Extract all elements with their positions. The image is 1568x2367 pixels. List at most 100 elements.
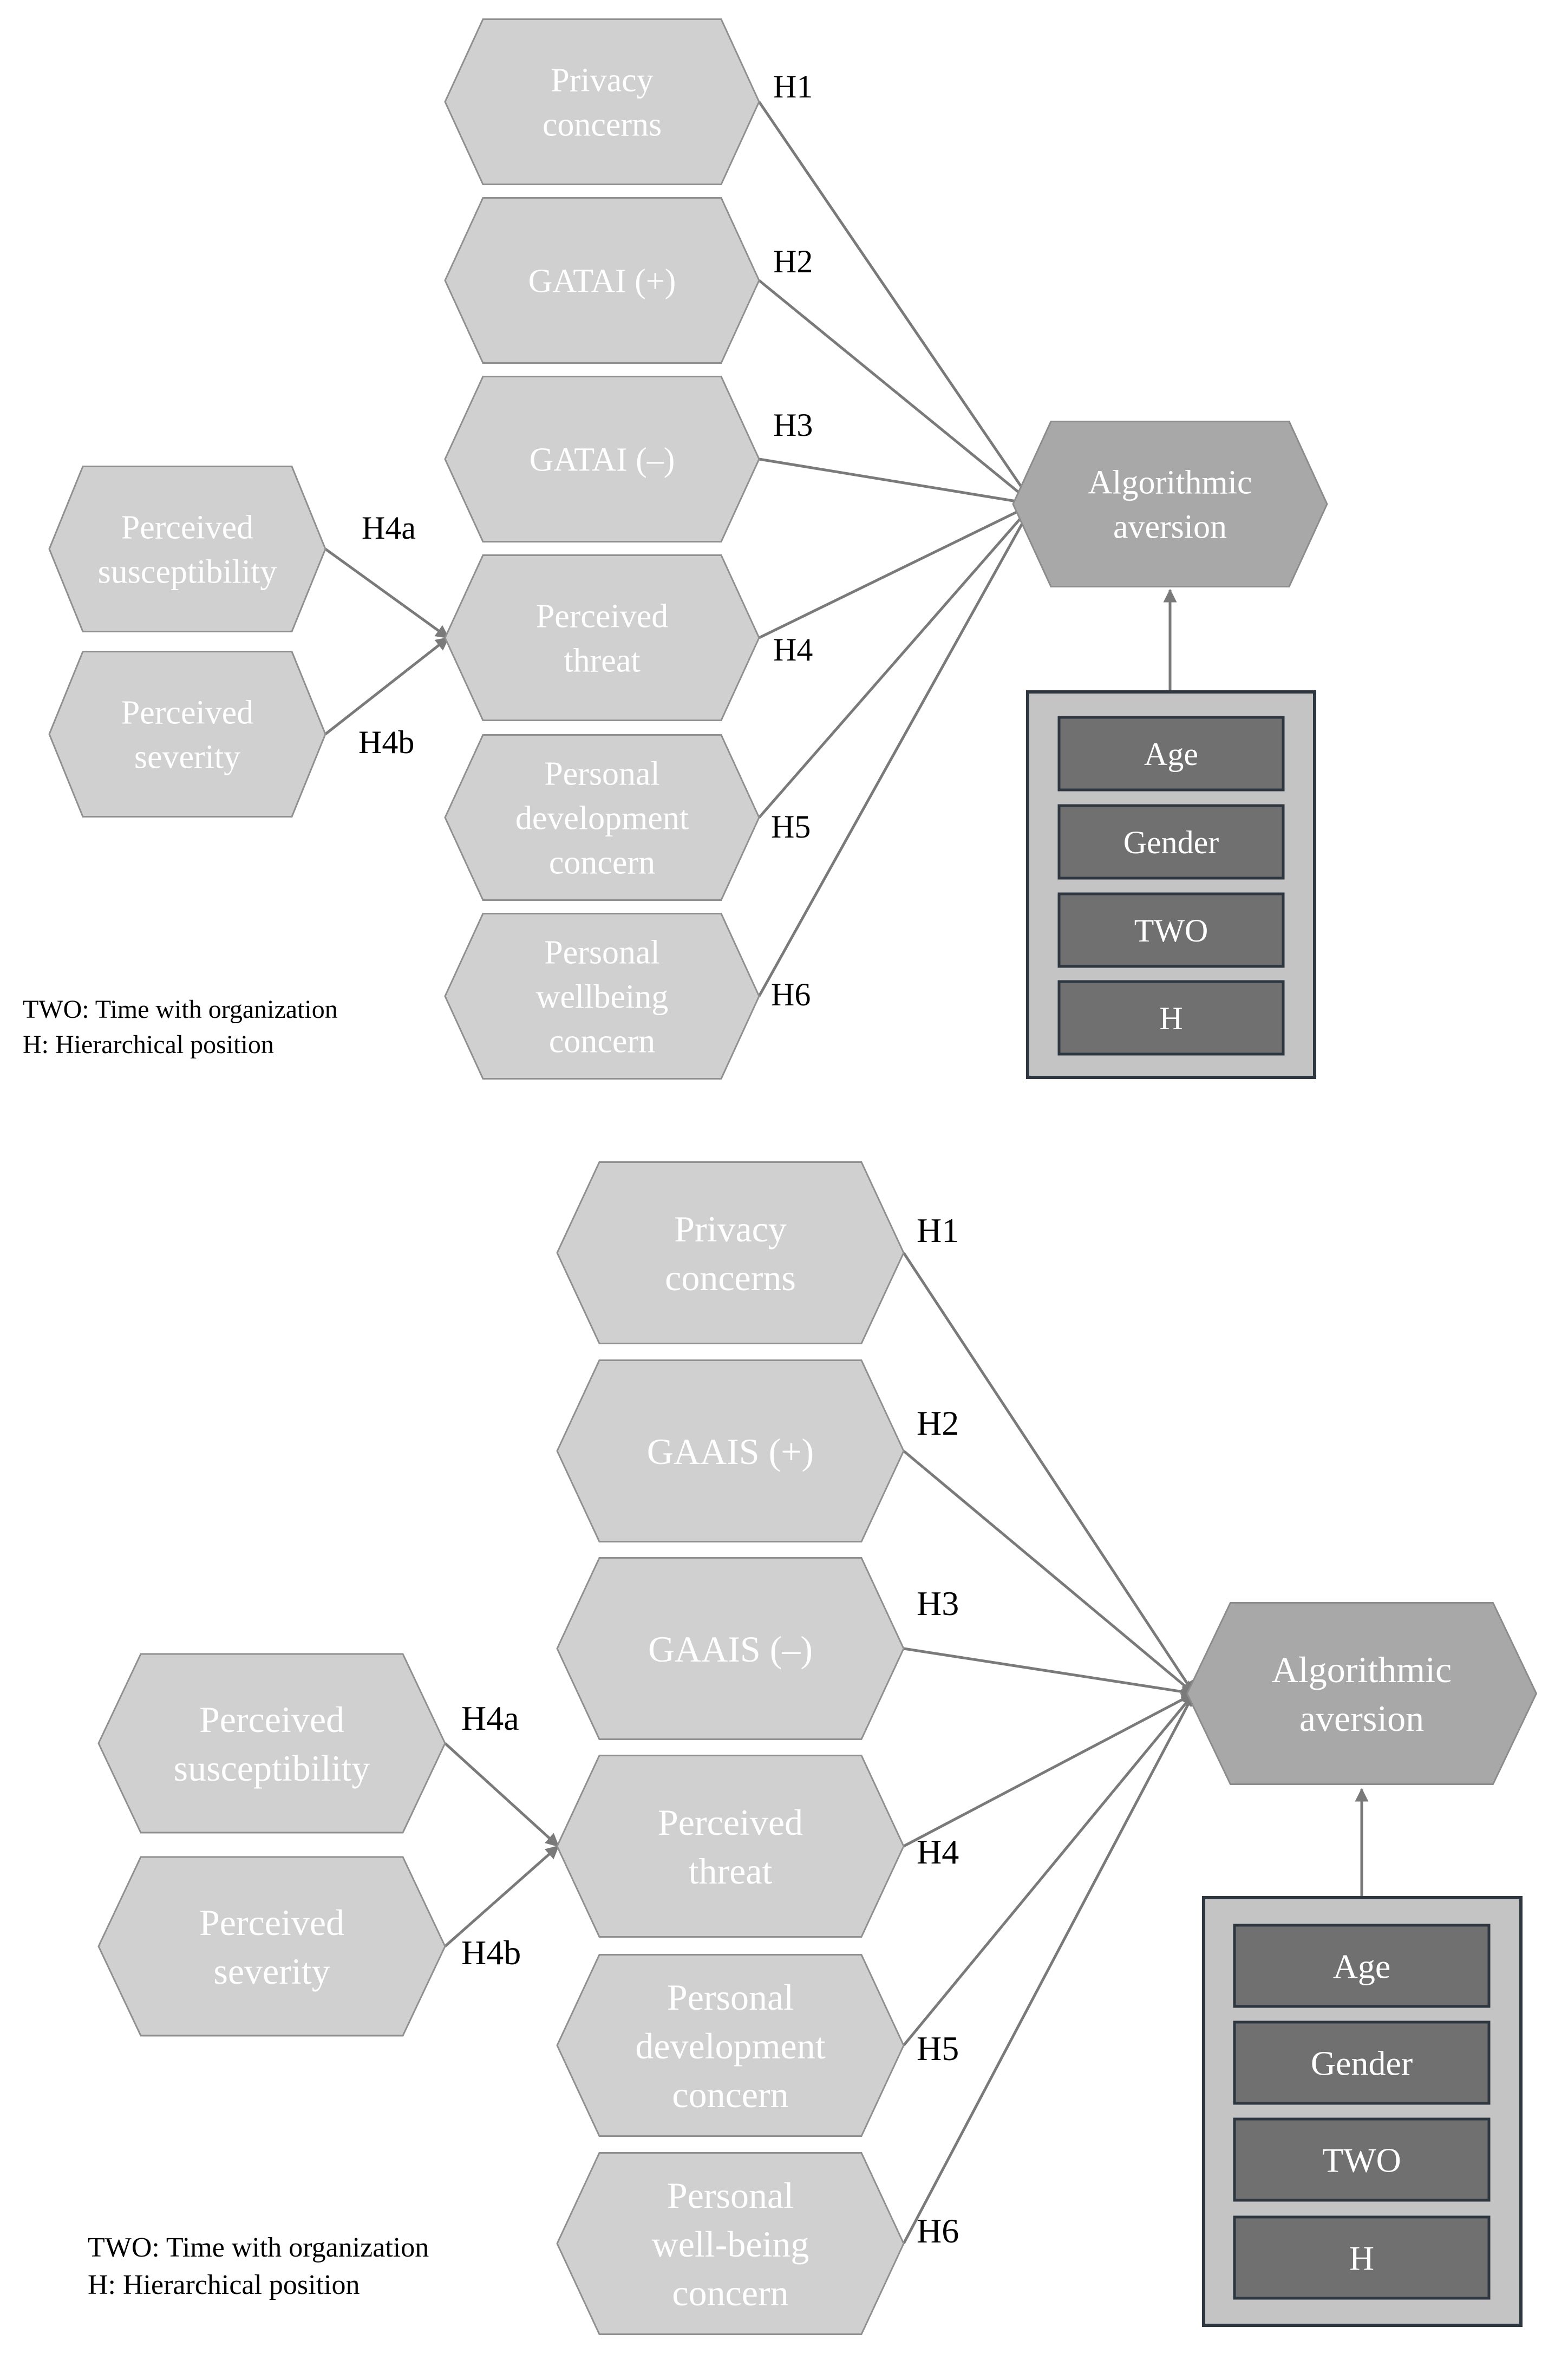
construct-susceptibility: Perceived susceptibility: [48, 466, 326, 632]
construct-label: Perceived: [536, 598, 668, 635]
construct-label: development: [515, 800, 689, 837]
path-arrow-neg: [903, 1647, 1195, 1698]
construct-pos: GATAI (+): [444, 197, 760, 364]
construct-label: severity: [134, 739, 240, 776]
construct-outcome: Algorithmic aversion: [1012, 421, 1328, 587]
construct-label: Algorithmic: [1088, 465, 1252, 501]
construct-label: susceptibility: [98, 554, 277, 591]
construct-shape: [444, 734, 760, 901]
construct-shape: [97, 1653, 446, 1834]
control-label: TWO: [1322, 2141, 1401, 2179]
control-label: H: [1159, 1001, 1182, 1036]
construct-label: concern: [549, 845, 655, 881]
hypothesis-label: H3: [917, 1584, 959, 1623]
construct-label: aversion: [1299, 1698, 1424, 1739]
construct-shape: [48, 466, 326, 632]
path-arrow-pos: [758, 279, 1034, 505]
construct-label: Personal: [544, 934, 660, 971]
construct-label: Algorithmic: [1272, 1649, 1452, 1690]
construct-threat: Perceived threat: [444, 554, 760, 721]
construct-label: Personal: [667, 2175, 794, 2216]
construct-label: susceptibility: [174, 1748, 370, 1789]
construct-label: GATAI (–): [530, 442, 675, 479]
path-arrow-threat: [758, 502, 1035, 639]
legend-note: H: Hierarchical position: [88, 2270, 360, 2300]
path-arrow-privacy: [757, 101, 1035, 506]
construct-pos: GAAIS (+): [556, 1359, 905, 1542]
construct-label: concern: [672, 2272, 788, 2313]
legend-note: TWO: Time with organization: [88, 2232, 429, 2263]
control-item: [1233, 1924, 1491, 2008]
construct-shape: [97, 1856, 446, 2037]
construct-shape: [48, 651, 326, 818]
construct-shape: [556, 1359, 905, 1542]
construct-label: GAAIS (+): [647, 1431, 814, 1472]
construct-label: aversion: [1113, 509, 1227, 546]
construct-neg: GAAIS (–): [556, 1557, 905, 1740]
construct-label: GAAIS (–): [648, 1629, 813, 1670]
construct-shape: [444, 18, 760, 185]
path-arrow-pos: [903, 1450, 1195, 1695]
construct-label: well-being: [652, 2224, 809, 2265]
construct-shape: [1186, 1602, 1538, 1785]
path-arrow-development: [758, 503, 1034, 819]
hypothesis-label: H3: [773, 407, 813, 443]
control-item: [1233, 2117, 1491, 2202]
construct-label: Privacy: [551, 62, 653, 99]
construct-label: concern: [672, 2074, 788, 2115]
construct-development: Personal development concern: [444, 734, 760, 901]
construct-development: Personal development concern: [556, 1954, 905, 2137]
construct-label: wellbeing: [536, 979, 669, 1016]
construct-label: threat: [564, 643, 640, 679]
construct-shape: [556, 1161, 905, 1344]
construct-shape: [1012, 421, 1328, 587]
hypothesis-label: H2: [773, 244, 813, 279]
control-label: Gender: [1123, 825, 1219, 860]
hypothesis-label: H4b: [461, 1933, 521, 1972]
legend-note: TWO: Time with organization: [23, 995, 338, 1024]
construct-label: threat: [689, 1851, 773, 1892]
hypothesis-label: H6: [917, 2212, 959, 2250]
construct-shape: [556, 2152, 905, 2335]
construct-shape: [444, 197, 760, 364]
path-arrow-susceptibility: [324, 547, 450, 639]
hypothesis-label: H4b: [358, 724, 414, 760]
path-arrow-wellbeing: [757, 502, 1035, 997]
control-item: [1233, 2215, 1491, 2300]
hypothesis-label: H5: [771, 809, 811, 845]
construct-neg: GATAI (–): [444, 376, 760, 542]
legend-note: H: Hierarchical position: [23, 1030, 274, 1059]
construct-wellbeing: Personal wellbeing concern: [444, 913, 760, 1080]
hypothesis-label: H5: [917, 2029, 959, 2068]
hypothesis-label: H6: [771, 977, 811, 1012]
construct-label: concern: [549, 1023, 655, 1060]
construct-shape: [556, 1954, 905, 2137]
construct-shape: [444, 913, 760, 1080]
construct-label: development: [635, 2025, 825, 2067]
construct-label: GATAI (+): [528, 263, 676, 300]
construct-label: Personal: [544, 756, 660, 793]
construct-shape: [444, 376, 760, 542]
path-arrow-severity: [444, 1845, 559, 1947]
construct-label: Perceived: [199, 1902, 344, 1943]
control-label: Age: [1333, 1947, 1391, 1985]
construct-wellbeing: Personal well-being concern: [556, 2152, 905, 2335]
construct-label: Perceived: [121, 509, 253, 546]
construct-label: Personal: [667, 1977, 794, 2018]
path-arrow-neg: [759, 457, 1035, 509]
construct-label: Perceived: [658, 1802, 803, 1843]
hypothesis-label: H4: [773, 632, 813, 668]
path-arrow-susceptibility: [444, 1742, 559, 1847]
construct-shape: [556, 1755, 905, 1938]
path-arrow-severity: [324, 637, 449, 735]
hypothesis-label: H4a: [461, 1699, 519, 1737]
control-item: [1057, 716, 1285, 792]
control-label: Gender: [1311, 2044, 1413, 2082]
